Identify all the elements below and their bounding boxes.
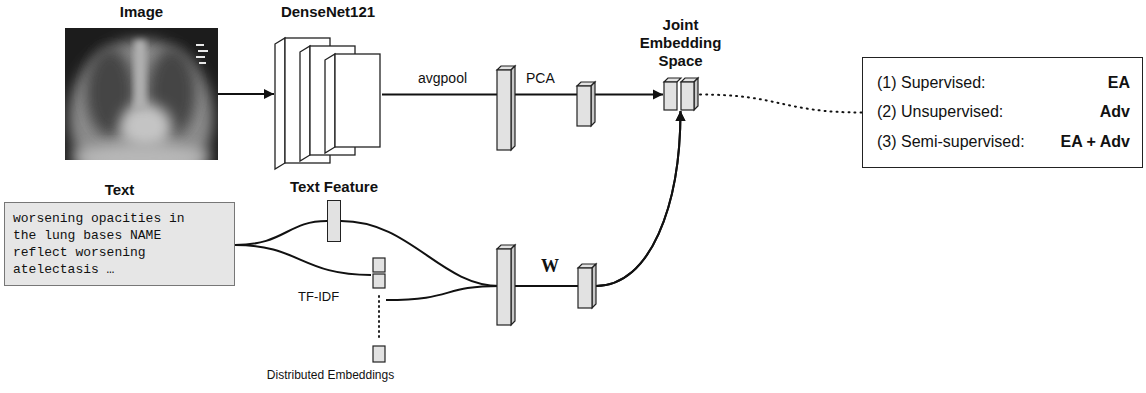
embedding-stack: Distributed Embeddings <box>371 256 386 364</box>
option-method: Adv <box>1100 103 1130 121</box>
feature-vectors <box>373 66 698 362</box>
densenet-layers <box>275 38 380 169</box>
feature-label: TF-IDF <box>298 289 339 304</box>
node-heading: Image <box>120 3 163 20</box>
node-heading: Text Feature <box>290 178 378 195</box>
option-row: (1) Supervised: EA <box>877 74 1130 92</box>
node-heading: Distributed Embeddings <box>267 368 394 382</box>
tfidf-vector: Text Feature <box>327 200 341 242</box>
report-text: worsening opacities in the lung bases NA… <box>13 210 194 278</box>
flow-arrow <box>382 94 663 96</box>
node-heading: Text <box>105 181 135 198</box>
option-row: (3) Semi-supervised: EA + Adv <box>877 133 1130 151</box>
cnn-node: DenseNet121 <box>274 30 382 165</box>
matrix-symbol: W <box>541 256 559 277</box>
xray-image <box>65 28 218 160</box>
operation-label: avgpool <box>418 70 467 86</box>
ellipsis-dots <box>378 296 380 340</box>
text-box: Textworsening opacities in the lung base… <box>4 202 235 286</box>
option-name: (3) Semi-supervised: <box>877 133 1025 151</box>
flow-arrow <box>386 111 681 300</box>
dotted-connector <box>700 95 862 113</box>
option-name: (1) Supervised: <box>877 74 986 92</box>
flow-arrow <box>235 245 371 275</box>
option-method: EA + Adv <box>1061 133 1131 151</box>
node-heading: DenseNet121 <box>281 3 375 20</box>
node-heading: Joint Embedding Space <box>626 16 736 70</box>
joint-embedding-node: Joint Embedding Space <box>663 78 698 111</box>
image-node: Image <box>65 28 218 160</box>
flow-arrow <box>218 93 274 95</box>
flow-arrow <box>235 221 327 245</box>
option-row: (2) Unsupervised: Adv <box>877 103 1130 121</box>
operation-label: PCA <box>526 70 555 86</box>
option-method: EA <box>1108 74 1130 92</box>
options-box: (1) Supervised: EA (2) Unsupervised: Adv (3)… <box>862 57 1143 168</box>
option-name: (2) Unsupervised: <box>877 103 1003 121</box>
